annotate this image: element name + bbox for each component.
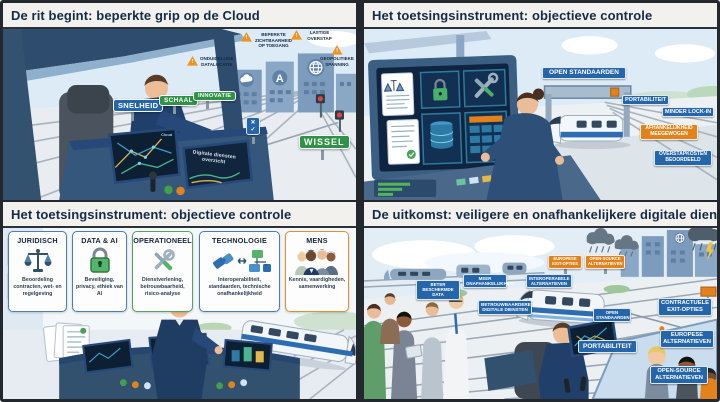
signpost-open-source: OPEN-SOURCE ALTERNATIEVEN [585, 255, 625, 269]
track-sign [700, 286, 717, 297]
provider-letter-icon: A [272, 70, 288, 86]
card-operationeel: OPERATIONEEL Dienstverlening, betrouwbaa [132, 231, 193, 312]
map-cloud-label: Cloud [161, 132, 173, 137]
tools-icon [149, 246, 177, 276]
panel-3: Het toetsingsinstrument: objectieve cont… [3, 202, 356, 399]
check-mark-icon: ✓ [250, 126, 256, 133]
label-overstapkosten: OVERSTAPKOSTEN BEOORDEELD [654, 150, 712, 166]
panel-4-scene: EUROPESE EXIT-OPTIES OPEN-SOURCE ALTERNA… [364, 228, 717, 399]
sign-snelheid: SNELHEID [113, 99, 164, 112]
label-meer-onafhankelijkheid: MEER ONAFHANKELIJKHEID [463, 274, 514, 289]
scales-icon [23, 246, 53, 276]
label-minder-lock-in: MINDER LOCK-IN [662, 107, 715, 118]
high-speed-train [542, 115, 631, 150]
cab-console [59, 126, 274, 200]
track-signal-box: ✕ ✓ [246, 117, 260, 135]
label-open-source-alternatieven: OPEN-SOURCE ALTERNATIEVEN [650, 366, 708, 384]
label-europese-alternatieven: EUROPESE ALTERNATIEVEN [660, 330, 714, 348]
card-data-ai: DATA & AI Beveiliging, privacy, ethiek v… [72, 231, 127, 312]
warning-data-location: ! ONDUIDELIJKE DATALOCATIE [187, 56, 234, 67]
people-icon [294, 246, 340, 276]
label-afhankelijkheid: AFHANKELIJKHEID MEEGEWOGEN [640, 124, 698, 140]
panel-3-title: Het toetsingsinstrument: objectieve cont… [3, 202, 356, 228]
inspector-woman [480, 88, 565, 200]
panel-2-title: Het toetsingsinstrument: objectieve cont… [364, 3, 717, 29]
contract-documents [380, 72, 421, 165]
warning-visibility: ! BEPERKTE ZICHTBAARHEID OP TOEGANG [241, 32, 293, 49]
warning-icon: ! [187, 56, 198, 66]
scene-1-illustration: A [3, 29, 356, 200]
warning-icon: ! [331, 45, 343, 55]
sign-innovatie: INNOVATIE [193, 91, 237, 101]
label-interoperabele-alternatieven: INTEROPERABELE ALTERNATIEVEN [526, 274, 572, 289]
desk-buttons [119, 379, 248, 390]
panel-4: De uitkomst: veiligere en onafhankelijke… [364, 202, 717, 399]
panel-4-title: De uitkomst: veiligere en onafhankelijke… [364, 202, 717, 228]
label-contractuele-exit-opties: CONTRACTUELE EXIT-OPTIES [658, 298, 712, 316]
label-beschermde-data: BETER BESCHERMDE DATA [416, 280, 460, 300]
storm-clouds [586, 228, 717, 261]
warning-icon: ! [241, 32, 252, 42]
cloud-icon [239, 72, 254, 88]
database-tile [421, 112, 463, 165]
warning-switchover: ! LASTIGE OVERSTAP [291, 30, 335, 41]
network-map-screen [107, 127, 181, 185]
panel-1-title: De rit begint: beperkte grip op de Cloud [3, 3, 356, 29]
gantry [543, 85, 632, 150]
label-betrouwbaardere-diensten: BETROUWBAARDERE DIGITALE DIENSTEN [478, 300, 532, 315]
card-juridisch: JURIDISCH Beoordeling contracten, wet- e… [8, 231, 67, 312]
lock-tile [419, 70, 461, 109]
card-mens: MENS Kennis, vaardigheden, samenwer [285, 231, 349, 312]
warning-icon: ! [291, 30, 302, 40]
panel-1-scene: A [3, 29, 356, 200]
globe-icon [674, 232, 686, 244]
tablet [405, 344, 423, 359]
tools-tile [462, 68, 507, 108]
svg-text:A: A [276, 73, 284, 85]
label-portabiliteit: PORTABILITEIT [578, 340, 637, 353]
signal-lights [315, 94, 344, 132]
signpost-europese-exit-opties: EUROPESE EXIT-OPTIES [548, 255, 582, 269]
panel-3-scene: JURIDISCH Beoordeling contracten, wet- e… [3, 228, 356, 399]
label-portabiliteit: PORTABILITEIT [622, 95, 670, 106]
cab-and-driver [484, 318, 717, 399]
interoperability-icon [209, 246, 271, 276]
assessment-console [368, 55, 521, 181]
panel-2: Het toetsingsinstrument: objectieve cont… [364, 3, 717, 200]
city-skyline [620, 230, 717, 277]
team-group [364, 293, 470, 399]
globe-icon [307, 59, 325, 77]
cloud-provider-buildings: A [231, 53, 356, 113]
scene-2-illustration [364, 29, 717, 200]
panel-2-scene: OPEN STANDAARDEN PORTABILITEIT MINDER LO… [364, 29, 717, 200]
train [238, 320, 356, 371]
lock-icon [87, 246, 113, 276]
label-open-standaarden: OPEN STANDAARDEN [542, 67, 626, 79]
lightning-icon [705, 242, 714, 261]
platform-roof [364, 31, 492, 62]
label-open-standaarden: OPEN STANDAARDEN [593, 308, 631, 323]
warning-geopolitics: ! GEOPOLITIEKE SPANNING [320, 45, 354, 67]
document-stack [43, 322, 90, 362]
sign-wissel: WISSEL [299, 135, 350, 149]
card-technologie: TECHNOLOGIE Inte [199, 231, 280, 312]
x-mark-icon: ✕ [250, 119, 256, 126]
panel-1: De rit begint: beperkte grip op de Cloud [3, 3, 356, 200]
